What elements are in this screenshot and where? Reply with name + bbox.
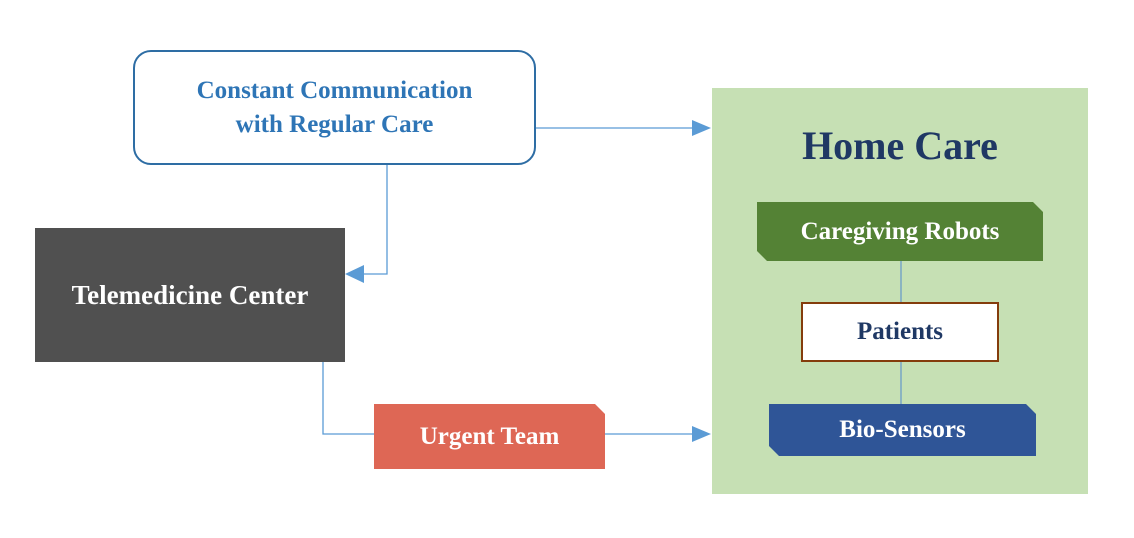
patients-node: Patients xyxy=(801,302,999,362)
home-care-title: Home Care xyxy=(802,123,998,168)
urgent-team-label: Urgent Team xyxy=(419,422,560,450)
connector-telemedicine-to-urgent-team xyxy=(322,362,374,435)
caregiving-robots-label: Caregiving Robots xyxy=(800,217,1000,245)
arrowhead-communication-to-home-care xyxy=(692,120,711,136)
bio-sensors-label: Bio-Sensors xyxy=(839,416,966,443)
caregiving-robots-node: Caregiving Robots xyxy=(757,202,1043,261)
arrowhead-communication-to-telemedicine xyxy=(345,265,364,283)
arrowhead-urgent-team-to-home-care xyxy=(692,426,711,442)
patients-label: Patients xyxy=(856,318,944,345)
telemedicine-center-node: Telemedicine Center xyxy=(35,228,345,362)
communication-node: Constant Communication with Regular Care xyxy=(133,50,536,165)
connector-communication-to-telemedicine xyxy=(360,165,388,275)
telemedicine-center-label: Telemedicine Center xyxy=(71,279,309,310)
communication-label: Constant Communication with Regular Care xyxy=(196,76,473,138)
urgent-team-node: Urgent Team xyxy=(374,404,605,469)
bio-sensors-node: Bio-Sensors xyxy=(769,404,1036,456)
